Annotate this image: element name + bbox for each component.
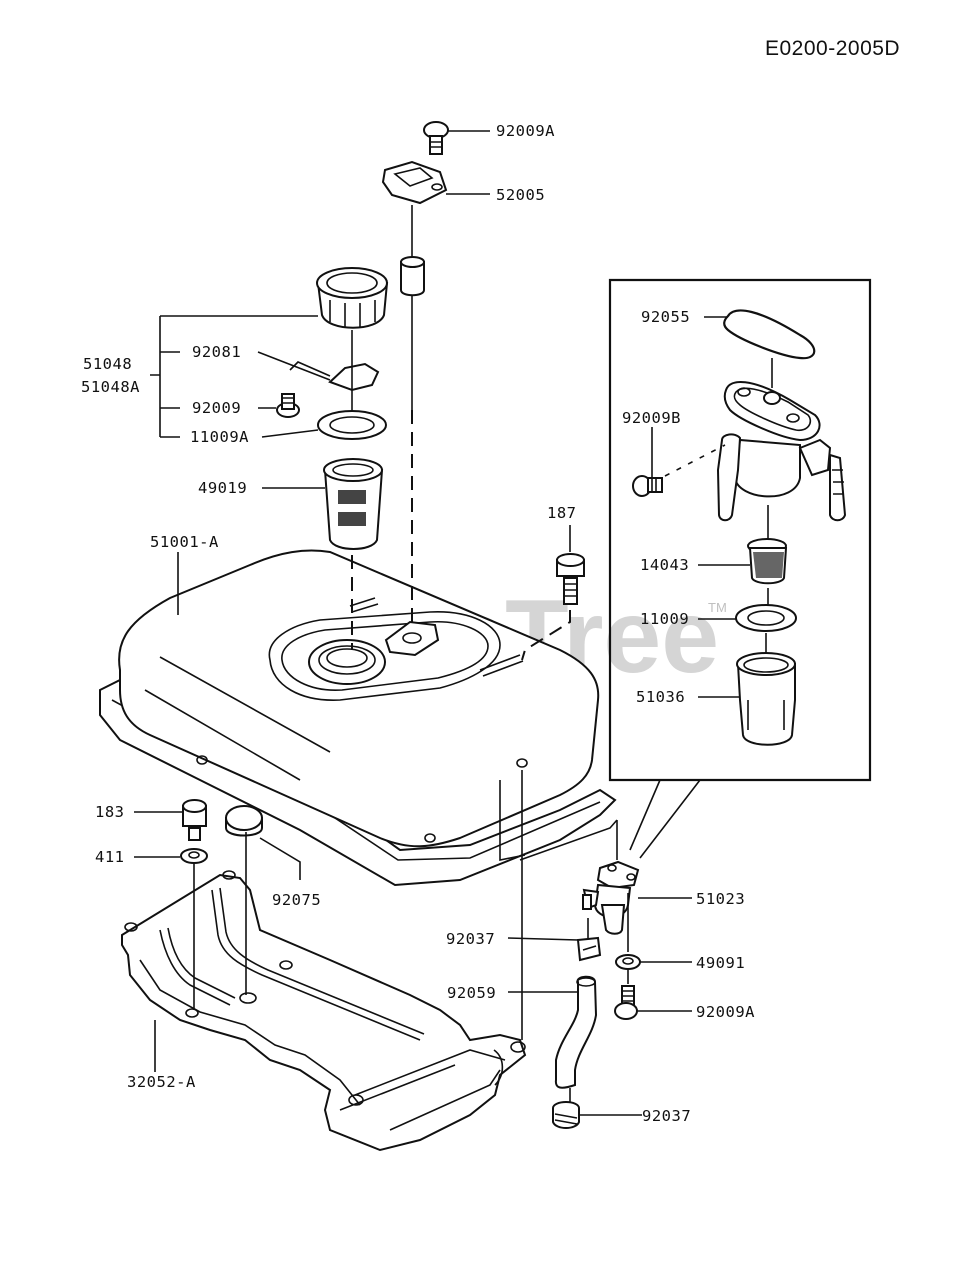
assembly-lines (193, 296, 618, 1040)
callout-cup-gasket[interactable]: 11009 (640, 610, 689, 628)
tank-bracket-drawing[interactable] (121, 870, 527, 1152)
callout-tank-bracket[interactable]: 32052-A (127, 1073, 196, 1091)
callout-tank-bolt[interactable]: 187 (547, 504, 577, 522)
fuel-tank-drawing[interactable] (99, 549, 617, 887)
callout-cock-screw[interactable]: 92009A (696, 1003, 755, 1021)
callout-hose-clamp-upper[interactable]: 92037 (446, 930, 495, 948)
callout-valve-filter[interactable]: 14043 (640, 556, 689, 574)
callout-valve-screw[interactable]: 92009B (622, 409, 681, 427)
drain-plug-drawing[interactable] (180, 799, 208, 864)
tank-bolt-drawing[interactable] (556, 553, 585, 605)
fuel-cap-drawing[interactable] (276, 267, 389, 550)
callout-fuel-gauge[interactable]: 52005 (496, 186, 545, 204)
fuel-gauge-drawing[interactable] (381, 121, 449, 297)
watermark-trademark: TM (708, 600, 727, 615)
tank-cushion-drawing[interactable] (225, 805, 263, 837)
callout-labels: 92009A 52005 51048 51048A 92081 92009 11… (81, 122, 755, 1125)
detail-pointer (629, 779, 701, 859)
callout-cap-plate[interactable]: 92081 (192, 343, 241, 361)
callout-sediment-cup[interactable]: 51036 (636, 688, 685, 706)
callout-tank-cushion[interactable]: 92075 (272, 891, 321, 909)
callout-fuel-hose[interactable]: 92059 (447, 984, 496, 1002)
callout-hose-clamp-lower[interactable]: 92037 (642, 1107, 691, 1125)
callout-drain-washer[interactable]: 411 (95, 848, 125, 866)
callout-fuel-cock[interactable]: 51023 (696, 890, 745, 908)
callout-valve-gasket[interactable]: 92055 (641, 308, 690, 326)
callout-screw-top[interactable]: 92009A (496, 122, 555, 140)
callout-fuel-tank[interactable]: 51001-A (150, 533, 219, 551)
callout-cap-gasket[interactable]: 11009A (190, 428, 249, 446)
callout-filler-strainer[interactable]: 49019 (198, 479, 247, 497)
callout-drain-plug[interactable]: 183 (95, 803, 125, 821)
fuel-cock-detail-drawing[interactable] (632, 309, 847, 746)
leader-lines (134, 130, 750, 1116)
callout-cap-assembly-alt[interactable]: 51048A (81, 378, 140, 396)
diagram-code: E0200-2005D (765, 37, 900, 60)
callout-cap-bolt[interactable]: 92009 (192, 399, 241, 417)
fuel-cock-drawing[interactable] (552, 820, 641, 1129)
callout-cock-washer[interactable]: 49091 (696, 954, 745, 972)
callout-cap-assembly[interactable]: 51048 (83, 355, 132, 373)
